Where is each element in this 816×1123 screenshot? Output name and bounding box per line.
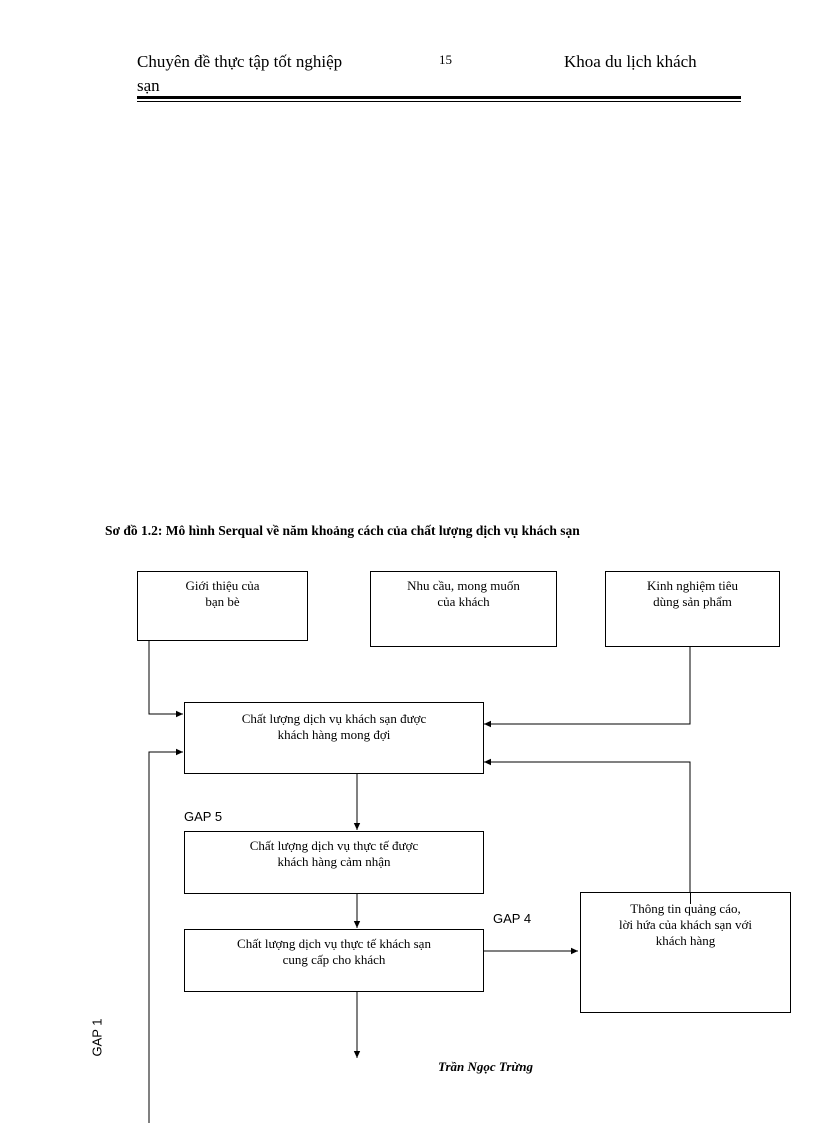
referral-line-2: bạn bè xyxy=(205,594,240,609)
gap1-label: GAP 1 xyxy=(89,1018,105,1057)
figure-caption: Sơ đồ 1.2: Mô hình Serqual về năm khoảng… xyxy=(105,523,580,538)
delivered-quality-box: Chất lượng dịch vụ thực tế khách sạn cun… xyxy=(184,929,484,992)
referral-box: Giới thiệu của bạn bè xyxy=(137,571,308,641)
header-left-title: Chuyên đề thực tập tốt nghiệp xyxy=(137,52,343,71)
header-rule-thick xyxy=(137,96,741,99)
page-number: 15 xyxy=(439,52,452,67)
expected-line-2: khách hàng mong đợi xyxy=(277,727,391,742)
perceived-line-2: khách hàng cảm nhận xyxy=(277,854,391,869)
needs-box: Nhu cầu, mong muốn của khách xyxy=(370,571,557,647)
communication-line-1: Thông tin quảng cáo, xyxy=(630,901,741,916)
header-right-title: Khoa du lịch khách xyxy=(564,52,697,71)
header-left-title-continued: sạn xyxy=(137,76,160,95)
communication-box: Thông tin quảng cáo, lời hứa của khách s… xyxy=(580,892,791,1013)
communication-line-2: lời hứa của khách sạn với xyxy=(618,917,753,932)
header-rule-thin xyxy=(137,101,741,102)
referral-line-1: Giới thiệu của xyxy=(185,578,260,593)
perceived-line-1: Chất lượng dịch vụ thực tế được xyxy=(249,838,419,853)
perceived-quality-box: Chất lượng dịch vụ thực tế được khách hà… xyxy=(184,831,484,894)
needs-line-1: Nhu cầu, mong muốn xyxy=(407,578,520,593)
communication-line-3: khách hàng xyxy=(655,933,716,948)
needs-line-2: của khách xyxy=(437,594,490,609)
footer-author: Trần Ngọc Trừng xyxy=(438,1059,533,1074)
experience-line-2: dùng sản phẩm xyxy=(653,594,732,609)
expected-line-1: Chất lượng dịch vụ khách sạn được xyxy=(241,711,427,726)
experience-line-1: Kinh nghiệm tiêu xyxy=(647,578,738,593)
delivered-line-1: Chất lượng dịch vụ thực tế khách sạn xyxy=(237,936,431,951)
communication-arrow-tail xyxy=(690,892,691,904)
experience-box: Kinh nghiệm tiêu dùng sản phẩm xyxy=(605,571,780,647)
gap5-label: GAP 5 xyxy=(184,809,223,824)
gap4-label: GAP 4 xyxy=(493,911,532,926)
expected-quality-box: Chất lượng dịch vụ khách sạn được khách … xyxy=(184,702,484,774)
delivered-line-2: cung cấp cho khách xyxy=(282,952,386,967)
